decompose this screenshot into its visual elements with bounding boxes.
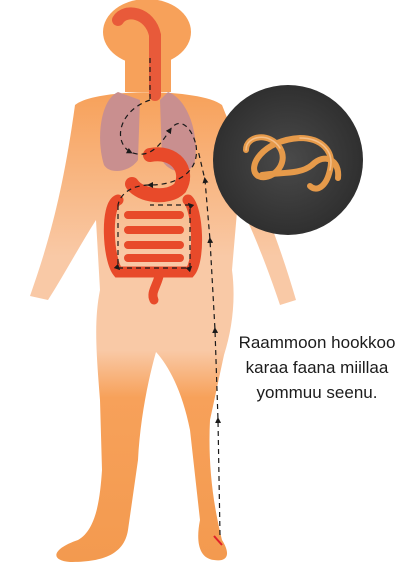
- magnified-worm-inset: [213, 85, 363, 235]
- caption-text: Raammoon hookkoo karaa faana miillaa yom…: [228, 330, 406, 405]
- human-body: [30, 0, 296, 562]
- caption-line-2: karaa faana miillaa: [228, 355, 406, 380]
- caption-line-3: yommuu seenu.: [228, 380, 406, 405]
- inset-circle: [213, 85, 363, 235]
- neck: [125, 52, 171, 92]
- caption-line-1: Raammoon hookkoo: [228, 330, 406, 355]
